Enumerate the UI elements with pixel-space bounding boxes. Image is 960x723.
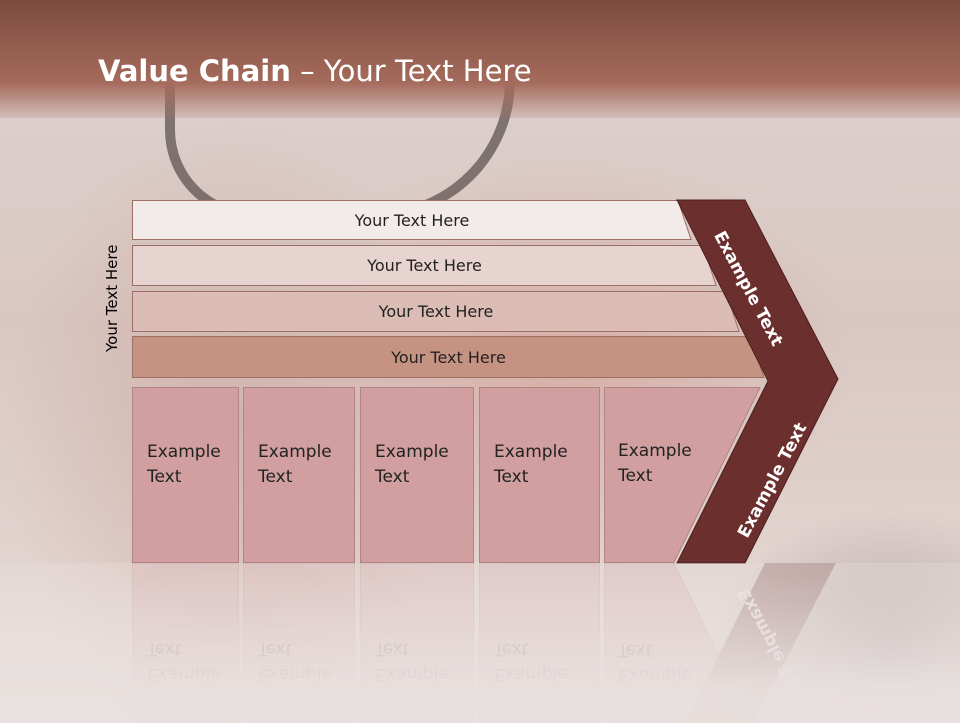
title-banner: Value Chain – Your Text Here [0, 0, 960, 118]
bar-2: Your Text Here [132, 245, 717, 286]
bar-1-label: Your Text Here [355, 211, 470, 230]
cell-1-label: Example Text [147, 440, 221, 490]
cell-2-label: Example Text [258, 440, 332, 490]
cell-4: Example Text [479, 387, 600, 563]
cell-2: Example Text [243, 387, 355, 563]
cell-1: Example Text [132, 387, 239, 563]
bar-3-label: Your Text Here [379, 302, 494, 321]
reflection-fade [0, 563, 960, 723]
bar-4-label: Your Text Here [391, 348, 506, 367]
cell-3: Example Text [360, 387, 474, 563]
bar-4: Your Text Here [132, 336, 765, 378]
cell-3-label: Example Text [375, 440, 449, 490]
bar-1: Your Text Here [132, 200, 692, 240]
cell-4-label: Example Text [494, 440, 568, 490]
slide-title: Value Chain – Your Text Here [98, 54, 532, 88]
bar-3: Your Text Here [132, 291, 740, 332]
bar-2-label: Your Text Here [367, 256, 482, 275]
